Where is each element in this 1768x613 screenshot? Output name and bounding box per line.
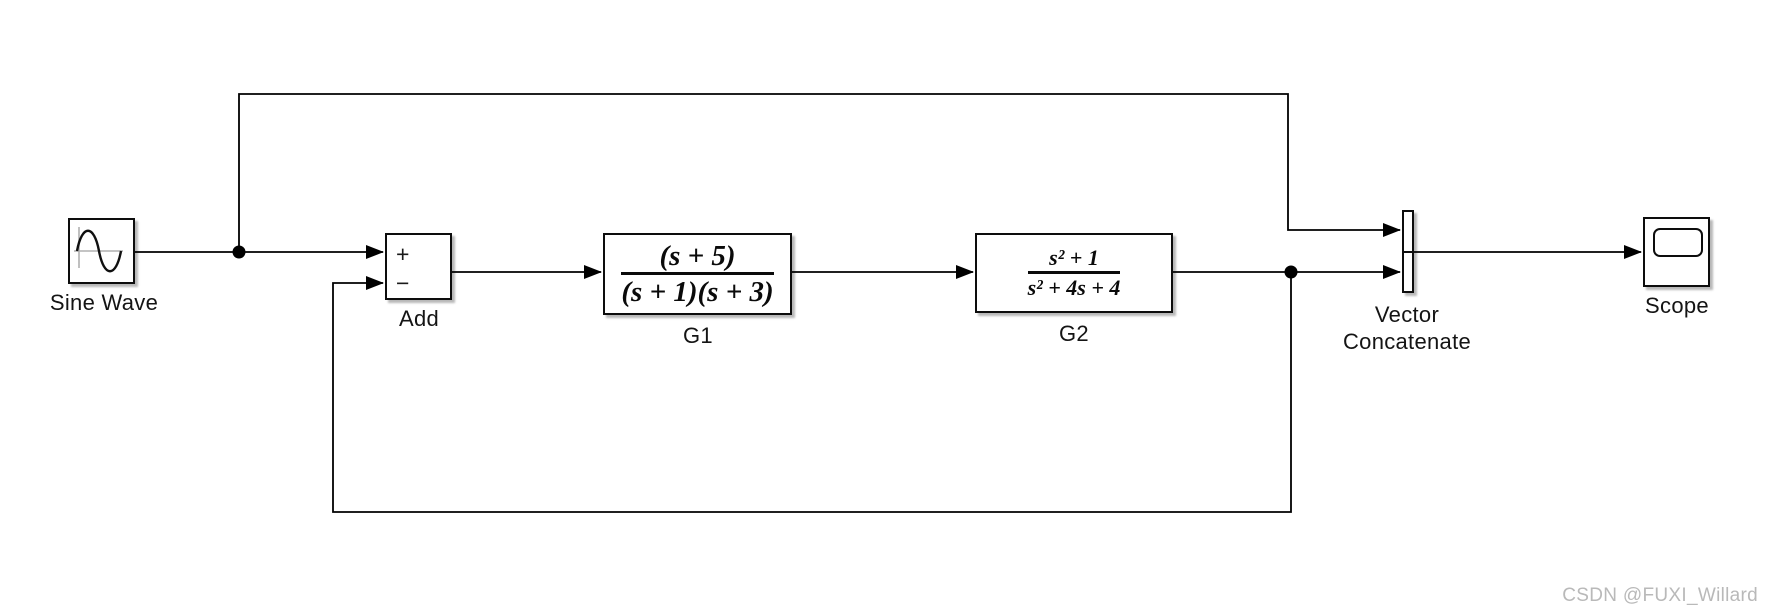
watermark-text: CSDN @FUXI_Willard	[1562, 585, 1758, 606]
vector-concatenate-block[interactable]	[1402, 210, 1414, 293]
g2-label[interactable]: G2	[1059, 321, 1089, 346]
g1-numerator: (s + 5)	[659, 239, 736, 272]
add-minus-port-sign: −	[396, 270, 410, 296]
vector-concatenate-label-line2: Concatenate	[1342, 329, 1472, 354]
g1-denominator: (s + 1)(s + 3)	[621, 275, 774, 308]
g2-denominator: s² + 4s + 4	[1027, 274, 1121, 300]
wire-branch-to-concatenate-top[interactable]	[238, 93, 1401, 252]
junction-dot-g2-branch[interactable]	[1284, 265, 1298, 279]
vector-concatenate-label[interactable]: Vector Concatenate	[1343, 301, 1471, 355]
g2-transfer-function-block[interactable]: s² + 1 s² + 4s + 4	[975, 233, 1173, 313]
sine-wave-icon	[74, 227, 123, 273]
scope-screen-icon	[1653, 228, 1703, 257]
g2-numerator: s² + 1	[1049, 245, 1099, 271]
add-block[interactable]: + −	[385, 233, 452, 300]
g2-fraction-bar	[1027, 271, 1121, 274]
add-plus-port-sign: +	[396, 241, 410, 267]
g1-label[interactable]: G1	[683, 323, 713, 348]
wire-feedback-to-add-minus[interactable]	[332, 272, 1292, 513]
vector-concatenate-label-line1: Vector	[1374, 302, 1440, 327]
scope-block[interactable]	[1643, 217, 1710, 287]
scope-label[interactable]: Scope	[1645, 293, 1709, 318]
g1-fraction-bar	[621, 272, 774, 275]
add-label[interactable]: Add	[398, 306, 440, 331]
g1-fraction: (s + 5) (s + 1)(s + 3)	[621, 239, 774, 308]
concatenate-port-divider	[1404, 250, 1412, 253]
g1-transfer-function-block[interactable]: (s + 5) (s + 1)(s + 3)	[603, 233, 792, 315]
g2-fraction: s² + 1 s² + 4s + 4	[1027, 245, 1121, 300]
sine-wave-label[interactable]: Sine Wave	[49, 290, 159, 315]
sine-wave-block[interactable]	[68, 218, 135, 284]
junction-dot-sine-branch[interactable]	[232, 245, 246, 259]
